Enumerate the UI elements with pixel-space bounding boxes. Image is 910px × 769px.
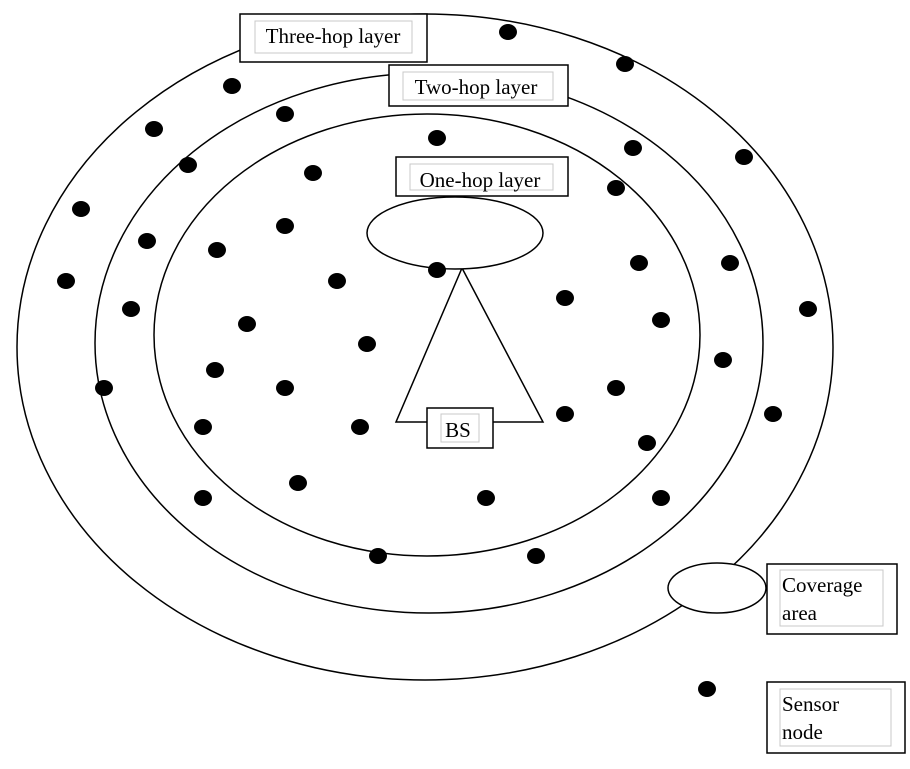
- sensor-node: [630, 255, 648, 271]
- bs-coverage-area: [366, 196, 544, 270]
- legend-sensor-box: Sensor node: [766, 681, 906, 754]
- sensor-node: [735, 149, 753, 165]
- sensor-node: [194, 490, 212, 506]
- sensor-node: [369, 548, 387, 564]
- sensor-node: [358, 336, 376, 352]
- legend-sensor-label-line2: node: [782, 720, 823, 744]
- two-hop-label: Two-hop layer: [415, 75, 538, 99]
- sensor-node: [276, 218, 294, 234]
- sensor-node: [624, 140, 642, 156]
- sensor-node: [428, 262, 446, 278]
- three-hop-label-box: Three-hop layer: [239, 13, 428, 63]
- sensor-node: [206, 362, 224, 378]
- two-hop-label-box: Two-hop layer: [388, 64, 569, 107]
- legend-coverage-label-line1: Coverage: [782, 573, 862, 597]
- three-hop-label: Three-hop layer: [266, 24, 401, 48]
- sensor-node: [351, 419, 369, 435]
- sensor-node: [138, 233, 156, 249]
- sensor-node: [764, 406, 782, 422]
- sensor-node: [238, 316, 256, 332]
- sensor-node: [328, 273, 346, 289]
- one-hop-label: One-hop layer: [420, 168, 541, 192]
- bs-coverage-cone: [394, 266, 545, 423]
- sensor-node: [57, 273, 75, 289]
- legend-sensor-label-line1: Sensor: [782, 692, 839, 716]
- sensor-node: [714, 352, 732, 368]
- sensor-node: [428, 130, 446, 146]
- sensor-node: [289, 475, 307, 491]
- sensor-node: [223, 78, 241, 94]
- base-station-label: BS: [445, 418, 471, 442]
- sensor-node: [179, 157, 197, 173]
- sensor-node: [556, 406, 574, 422]
- legend-coverage-label-line2: area: [782, 601, 818, 625]
- sensor-node: [276, 106, 294, 122]
- sensor-node: [145, 121, 163, 137]
- sensor-node: [652, 312, 670, 328]
- legend-coverage-box: Coverage area: [766, 563, 898, 635]
- sensor-node: [607, 380, 625, 396]
- sensor-node: [304, 165, 322, 181]
- sensor-node: [122, 301, 140, 317]
- sensor-node: [95, 380, 113, 396]
- base-station-box: BS: [426, 407, 494, 449]
- sensor-nodes: [57, 24, 817, 564]
- sensor-node: [276, 380, 294, 396]
- sensor-node: [616, 56, 634, 72]
- one-hop-label-box: One-hop layer: [395, 156, 569, 197]
- sensor-node: [477, 490, 495, 506]
- sensor-node: [194, 419, 212, 435]
- sensor-node: [638, 435, 656, 451]
- sensor-node: [721, 255, 739, 271]
- sensor-node: [527, 548, 545, 564]
- sensor-node: [72, 201, 90, 217]
- legend-sensor-symbol: [698, 681, 716, 697]
- sensor-node: [208, 242, 226, 258]
- sensor-node: [652, 490, 670, 506]
- legend-coverage-symbol: [667, 562, 767, 614]
- sensor-node: [607, 180, 625, 196]
- two-hop-ring: [94, 72, 764, 614]
- one-hop-ring: [153, 113, 701, 557]
- sensor-node: [556, 290, 574, 306]
- sensor-node: [499, 24, 517, 40]
- sensor-node: [799, 301, 817, 317]
